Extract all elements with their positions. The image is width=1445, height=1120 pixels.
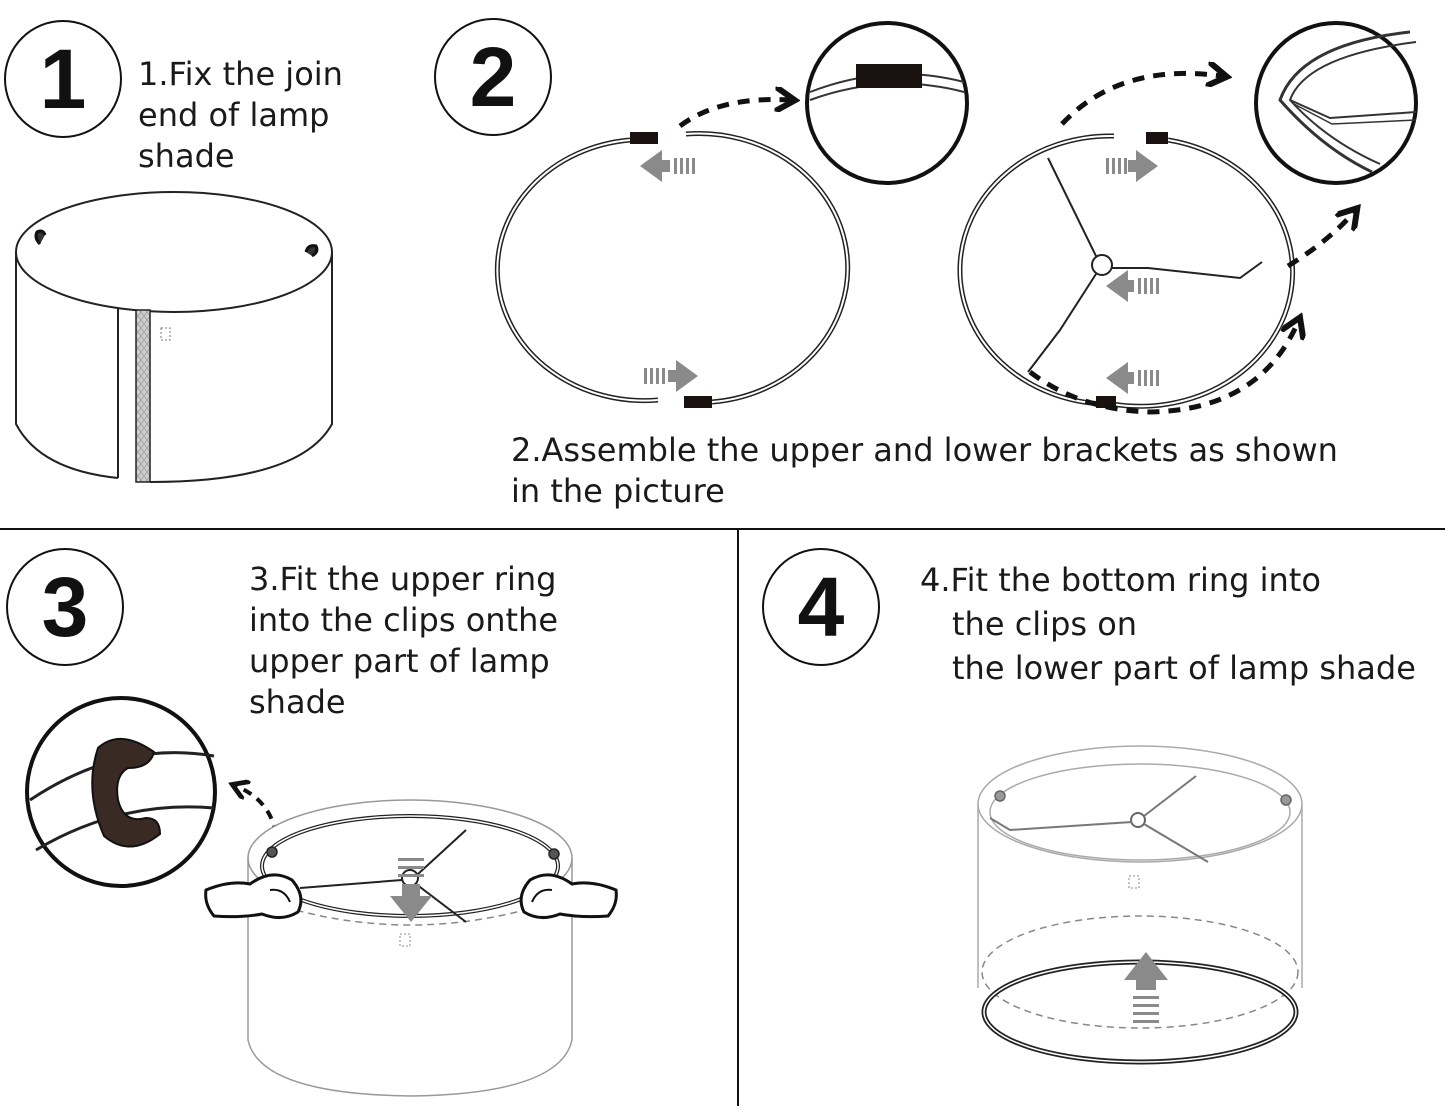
magnifier-icon	[1254, 21, 1418, 185]
clip-icon	[548, 848, 560, 860]
step-4-number-badge: 4	[762, 548, 880, 666]
step-1-line-3: shade	[138, 137, 235, 175]
lamp-shade-drum	[977, 745, 1303, 1065]
step-2-line-2: in the picture	[511, 472, 725, 510]
step-4-line-2: the clips on	[952, 605, 1138, 643]
dashed-arrow-icon	[1028, 322, 1298, 415]
step-1-line-1: 1.Fix the join	[138, 55, 343, 93]
push-arrow-icon	[1106, 270, 1159, 302]
upper-ring-bracket	[494, 131, 851, 408]
magnifier-icon	[805, 21, 969, 185]
clip-icon	[266, 846, 278, 858]
seam-strip	[135, 309, 151, 483]
step-2-text: 2.Assemble the upper and lower brackets …	[511, 430, 1338, 512]
step-3-number-badge: 3	[6, 548, 124, 666]
push-arrow-icon	[1106, 362, 1159, 394]
push-arrow-icon	[1106, 150, 1158, 182]
dashed-arrow-icon	[678, 100, 790, 129]
step-3-line-2: into the clips onthe	[249, 601, 559, 639]
hand-icon	[519, 873, 618, 919]
step-4-line-3: the lower part of lamp shade	[952, 649, 1416, 687]
clip-icon	[34, 229, 47, 246]
step-3-text: 3.Fit the upper ring into the clips onth…	[249, 559, 558, 723]
hand-icon	[204, 873, 303, 919]
push-arrow-icon	[640, 150, 695, 182]
center-hub	[1091, 254, 1113, 276]
dashed-arrow-icon	[1286, 212, 1354, 269]
step-1-text: 1.Fix the join end of lamp shade	[138, 54, 343, 177]
push-arrow-icon	[390, 858, 432, 922]
connector-sleeve	[1096, 396, 1116, 408]
lamp-shade-drum	[247, 799, 573, 1097]
step-2-number: 2	[469, 30, 517, 124]
lamp-shade-drum	[15, 191, 333, 483]
step-4-number: 4	[797, 560, 845, 654]
step-1-number: 1	[39, 32, 87, 126]
magnifier-icon	[25, 696, 217, 888]
center-hub	[1130, 812, 1146, 828]
dashed-arrow-icon	[1060, 73, 1222, 126]
clip-icon	[1280, 794, 1292, 806]
clip-icon	[91, 737, 162, 848]
step-2-line-1: 2.Assemble the upper and lower brackets …	[511, 431, 1338, 469]
push-arrow-icon	[1124, 952, 1168, 1023]
step-4-line-1: 4.Fit the bottom ring into	[920, 561, 1321, 599]
connector-sleeve	[684, 396, 712, 408]
step-3-line-4: shade	[249, 683, 346, 721]
step-3-line-1: 3.Fit the upper ring	[249, 560, 557, 598]
vertical-divider	[737, 530, 739, 1106]
clip-icon	[994, 790, 1006, 802]
lower-ring-bracket	[957, 132, 1296, 409]
step-3-number: 3	[41, 560, 89, 654]
step-1-line-2: end of lamp	[138, 96, 330, 134]
connector-sleeve	[1146, 132, 1168, 144]
connector-sleeve	[630, 132, 658, 144]
step-2-number-badge: 2	[434, 18, 552, 136]
push-arrow-icon	[644, 360, 698, 392]
step-3-line-3: upper part of lamp	[249, 642, 550, 680]
step-1-number-badge: 1	[4, 20, 122, 138]
horizontal-divider	[0, 528, 1445, 530]
clip-icon	[304, 244, 319, 258]
step-4-text: 4.Fit the bottom ring into the clips on …	[920, 558, 1416, 690]
